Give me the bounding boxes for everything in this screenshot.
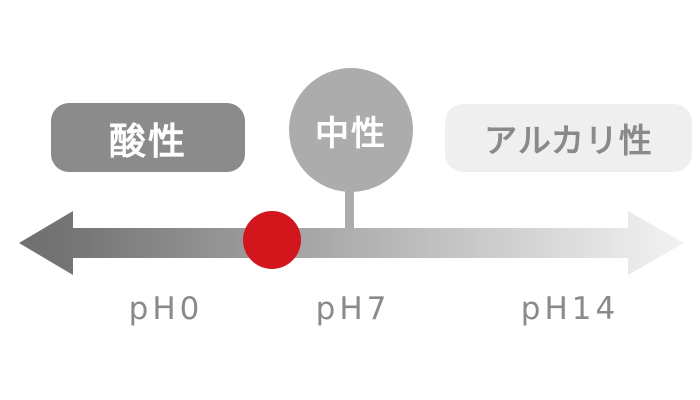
acidic-label: 酸性 bbox=[109, 119, 187, 163]
neutral-label: 中性 bbox=[315, 113, 387, 154]
neutral-stem bbox=[345, 185, 354, 232]
alkaline-badge: アルカリ性 bbox=[445, 104, 692, 172]
arrow-shape bbox=[19, 211, 684, 275]
ph-marker-dot bbox=[243, 211, 301, 269]
tick-ph14: pH14 bbox=[520, 291, 620, 327]
tick-ph0: pH0 bbox=[128, 291, 204, 327]
tick-ph7: pH7 bbox=[315, 291, 391, 327]
alkaline-label: アルカリ性 bbox=[484, 121, 653, 160]
neutral-circle: 中性 bbox=[289, 68, 413, 192]
ph-axis-arrow bbox=[19, 211, 684, 275]
acidic-badge: 酸性 bbox=[51, 103, 245, 172]
